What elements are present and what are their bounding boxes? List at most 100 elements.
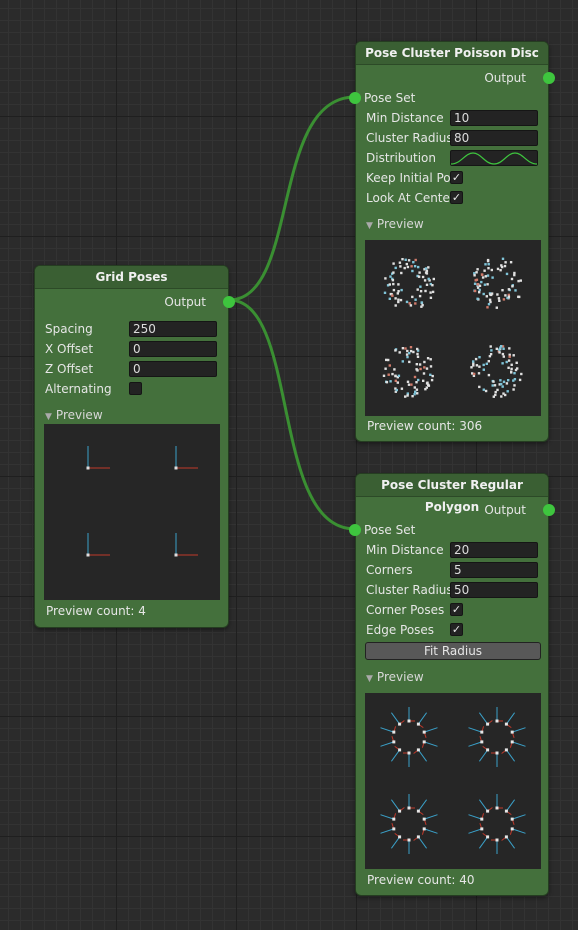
pose-point <box>498 299 501 302</box>
pose-point <box>508 353 511 356</box>
pose-point <box>510 730 514 734</box>
poisson-preview-viewport <box>365 240 541 416</box>
poisson-preview-label: Preview <box>376 217 424 231</box>
pose-point <box>503 264 507 268</box>
pose-point <box>498 351 501 354</box>
corner-poses-checkbox[interactable]: ✓ <box>450 603 463 616</box>
alternating-field: Alternating <box>35 379 228 399</box>
look-at-center-checkbox[interactable]: ✓ <box>450 191 463 204</box>
grid-poses-node[interactable]: Grid Poses Output Spacing 250 X Offset 0… <box>34 265 235 628</box>
pose-point <box>398 261 402 264</box>
pose-axis-line <box>390 836 401 849</box>
pose-point <box>480 827 484 831</box>
pose-point <box>499 379 502 382</box>
pose-point <box>423 279 427 282</box>
pose-point <box>514 289 517 292</box>
pose-point <box>415 381 418 384</box>
poisson-output-label: Output <box>484 71 526 85</box>
pose-point <box>477 372 481 375</box>
pose-point <box>404 258 407 261</box>
polygon-input-connector[interactable] <box>349 524 361 536</box>
pose-point <box>492 395 495 398</box>
edge-poses-label: Edge Poses <box>366 623 435 637</box>
pose-point <box>416 288 419 291</box>
grid-poses-title[interactable]: Grid Poses <box>35 266 228 289</box>
pose-point <box>507 379 510 382</box>
pose-axis-line <box>478 712 489 725</box>
fit-radius-button[interactable]: Fit Radius <box>365 642 541 660</box>
pose-point <box>385 381 389 384</box>
polygon-preview-foldout[interactable]: ▼Preview <box>356 665 424 689</box>
distribution-curve-field[interactable] <box>450 150 538 166</box>
corners-input[interactable]: 5 <box>450 562 538 578</box>
poisson-input-connector[interactable] <box>349 92 361 104</box>
pose-axis-line <box>512 727 526 733</box>
pose-point <box>510 363 513 366</box>
pose-point <box>417 265 420 269</box>
pose-point <box>411 269 414 273</box>
x-offset-input[interactable]: 0 <box>129 341 217 357</box>
edge-poses-checkbox[interactable]: ✓ <box>450 623 463 636</box>
keep-initial-pos-checkbox[interactable]: ✓ <box>450 171 463 184</box>
polygon-min-distance-input[interactable]: 20 <box>450 542 538 558</box>
pose-point <box>413 393 416 396</box>
pose-point <box>482 388 485 391</box>
poisson-title[interactable]: Pose Cluster Poisson Disc <box>356 42 548 65</box>
pose-point <box>388 297 391 300</box>
pose-point <box>405 300 409 304</box>
pose-point <box>496 388 499 392</box>
pose-point <box>431 374 434 378</box>
spacing-input[interactable]: 250 <box>129 321 217 337</box>
pose-axis-line <box>468 828 482 834</box>
pose-point <box>406 349 409 353</box>
polygon-output-connector[interactable] <box>543 504 555 516</box>
pose-point <box>425 367 429 370</box>
pose-point <box>489 345 492 348</box>
pose-axis-line <box>424 727 438 733</box>
pose-point <box>478 365 481 368</box>
pose-point <box>416 352 419 356</box>
pose-point <box>423 268 426 271</box>
pose-point <box>422 740 426 744</box>
pose-point <box>471 372 474 375</box>
pose-axis-line <box>512 828 526 834</box>
grid-output-connector[interactable] <box>223 296 235 308</box>
z-offset-input[interactable]: 0 <box>129 361 217 377</box>
pose-point <box>487 263 490 266</box>
pose-point <box>420 305 423 308</box>
polygon-title[interactable]: Pose Cluster Regular Polygon <box>356 474 548 514</box>
pose-point <box>417 275 421 278</box>
poisson-cluster-radius-input[interactable]: 80 <box>450 130 538 146</box>
pose-point <box>409 304 413 307</box>
polygon-cluster-radius-input[interactable]: 50 <box>450 582 538 598</box>
pose-point <box>421 304 424 307</box>
grid-pose-gizmo <box>174 446 198 470</box>
grid-output-port[interactable]: Output <box>35 292 235 312</box>
pose-point <box>482 363 485 367</box>
poisson-min-distance-input[interactable]: 10 <box>450 110 538 126</box>
polygon-input-port[interactable]: Pose Set <box>349 520 548 540</box>
pose-point <box>416 835 420 839</box>
poisson-disc-node[interactable]: Pose Cluster Poisson Disc Output Pose Se… <box>349 41 555 442</box>
polygon-output-port[interactable]: Output <box>356 500 555 520</box>
pose-axis-line <box>424 814 438 820</box>
pose-point <box>507 359 511 362</box>
regular-polygon-node[interactable]: Pose Cluster Regular Polygon Output Pose… <box>349 473 555 896</box>
poisson-input-port[interactable]: Pose Set <box>349 88 548 108</box>
poisson-preview-foldout[interactable]: ▼Preview <box>356 212 548 236</box>
pose-point <box>388 283 391 286</box>
pose-point <box>510 370 513 373</box>
polygon-input-label: Pose Set <box>364 523 416 537</box>
pose-point <box>429 358 432 361</box>
pose-point <box>500 264 503 267</box>
pose-point <box>498 383 501 386</box>
poisson-output-port[interactable]: Output <box>356 68 555 88</box>
poisson-output-connector[interactable] <box>543 72 555 84</box>
pose-point <box>505 382 509 385</box>
pose-point <box>394 390 397 393</box>
alternating-checkbox[interactable] <box>129 382 142 395</box>
pose-point <box>406 355 409 359</box>
poisson-preview-points <box>382 257 523 398</box>
grid-preview-foldout[interactable]: ▼Preview <box>35 403 228 427</box>
pose-point <box>429 296 433 299</box>
